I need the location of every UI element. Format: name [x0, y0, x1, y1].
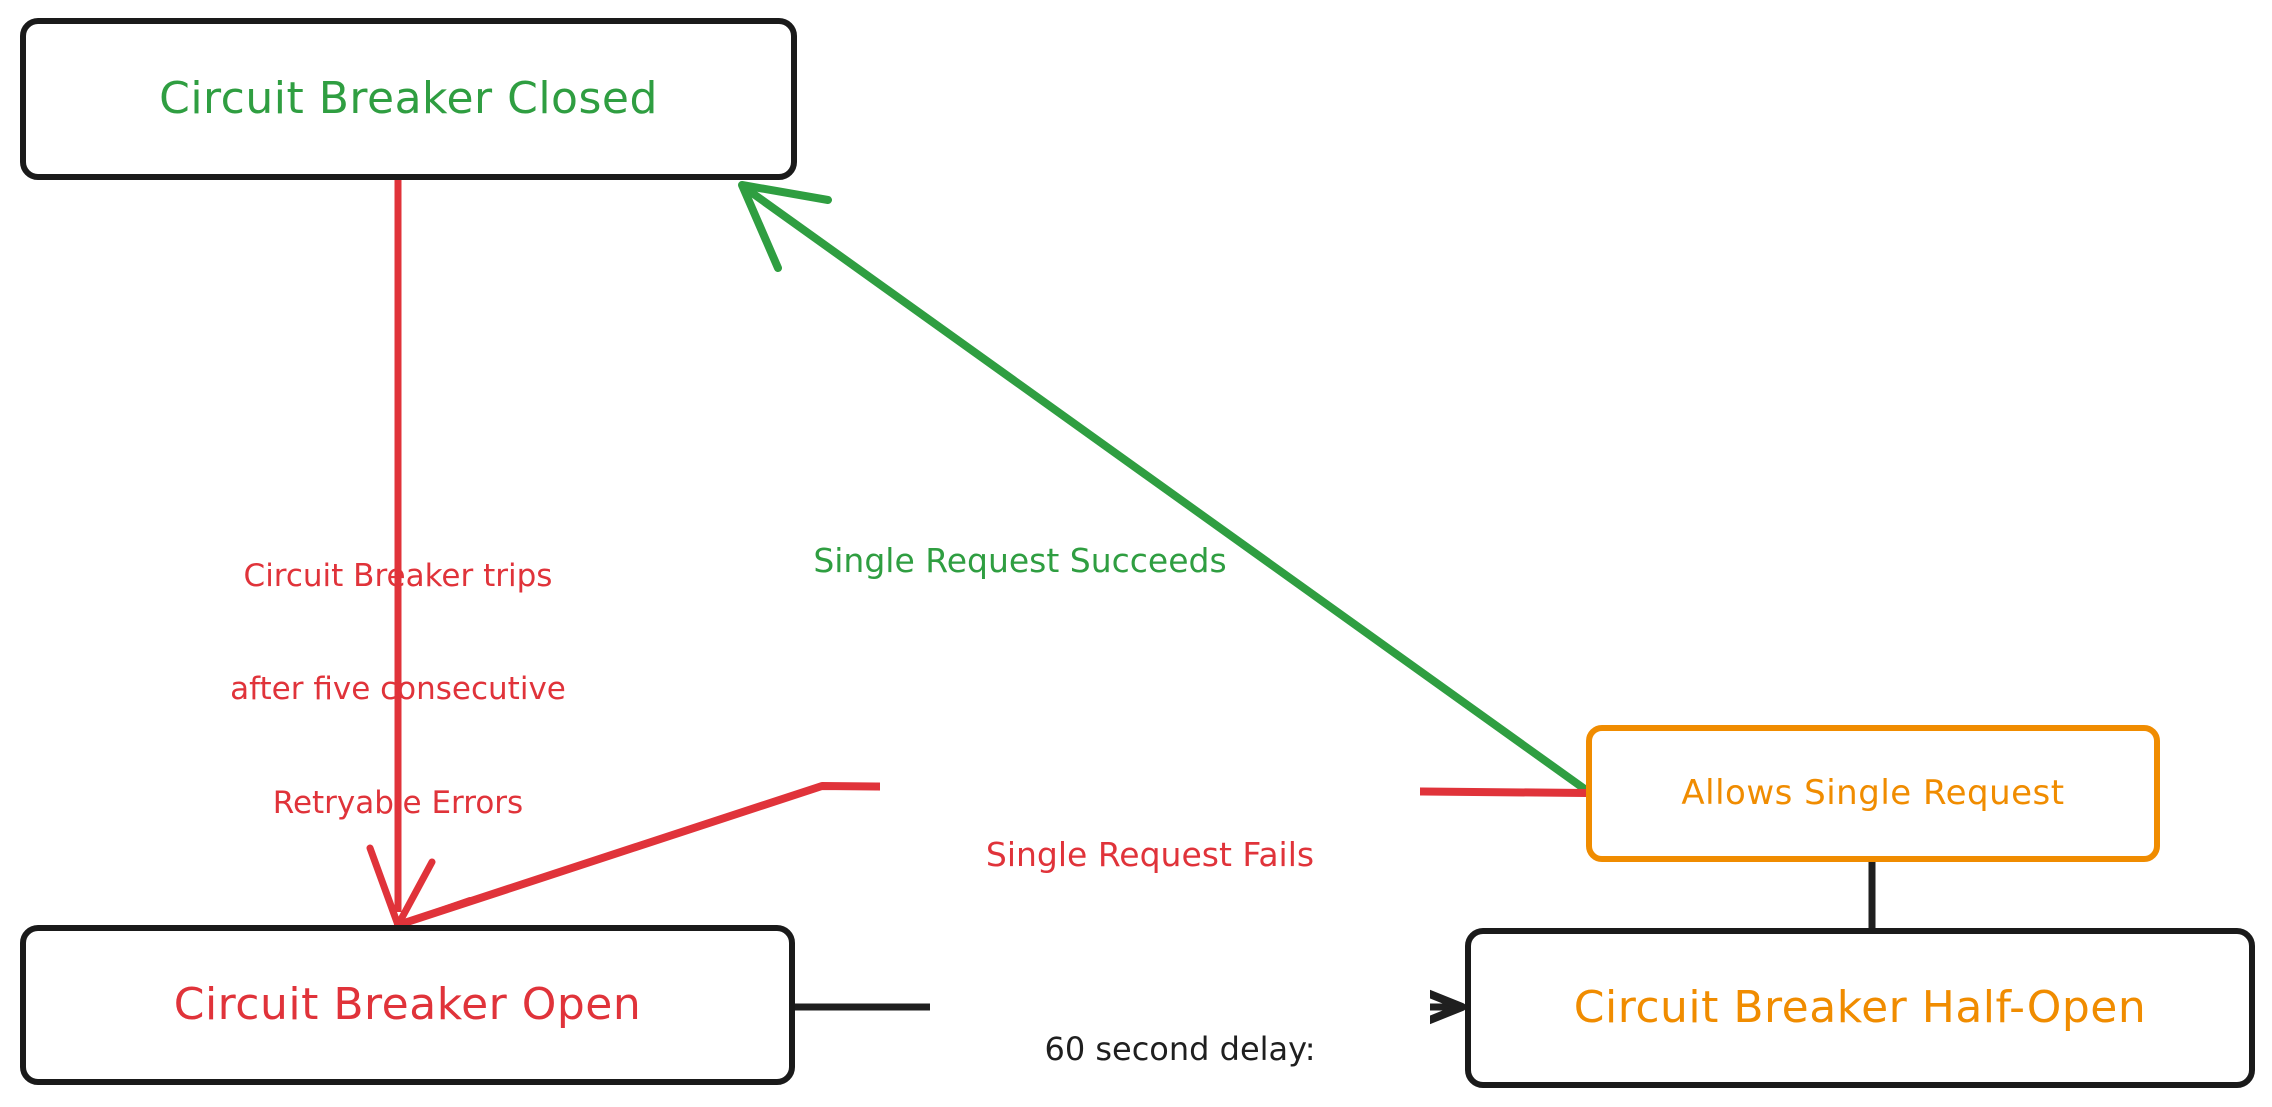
node-circuit-breaker-closed[interactable]: Circuit Breaker Closed [20, 18, 797, 180]
edge-label-line: Retryable Errors [272, 784, 524, 821]
edge-label-allows-to-closed: Single Request Succeeds [700, 460, 1340, 661]
edge-label-line: Single Request Succeeds [813, 540, 1227, 580]
node-label-closed: Circuit Breaker Closed [159, 72, 658, 124]
node-label-allows: Allows Single Request [1681, 772, 2065, 813]
edge-label-closed-to-open: Circuit Breaker trips after five consecu… [148, 482, 648, 898]
node-label-open: Circuit Breaker Open [173, 978, 642, 1030]
node-label-half-open: Circuit Breaker Half-Open [1573, 981, 2147, 1033]
edge-label-open-to-halfopen: 60 second delay: No requests allowed [930, 952, 1430, 1107]
edge-label-allows-to-open: Single Request Fails [880, 754, 1420, 956]
node-circuit-breaker-half-open[interactable]: Circuit Breaker Half-Open [1465, 928, 2255, 1088]
edge-label-line: Single Request Fails [985, 834, 1315, 874]
edge-label-line: after five consecutive [230, 671, 566, 708]
edge-label-line: 60 second delay: [1044, 1030, 1316, 1069]
node-allows-single-request[interactable]: Allows Single Request [1586, 725, 2160, 862]
node-circuit-breaker-open[interactable]: Circuit Breaker Open [20, 925, 795, 1085]
edge-label-line: Circuit Breaker trips [243, 557, 553, 594]
